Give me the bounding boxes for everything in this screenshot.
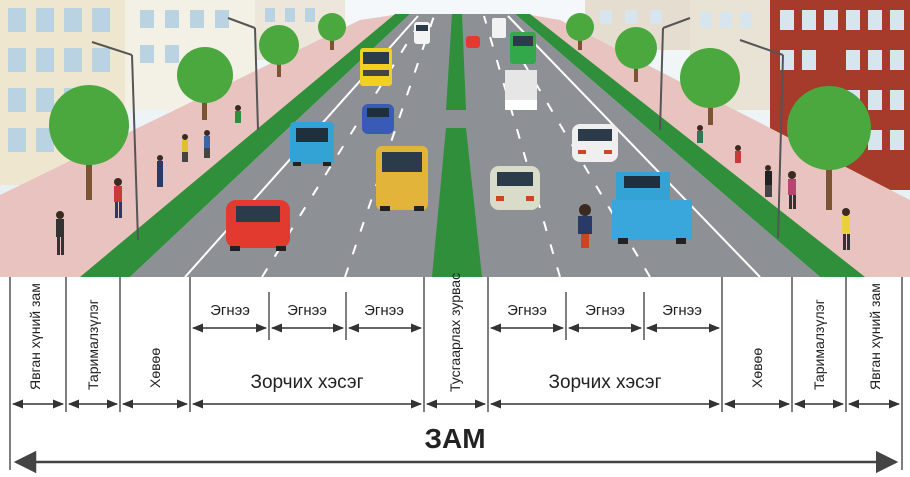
street-lamp-icon [659, 17, 691, 131]
tree-icon [787, 86, 871, 210]
car-icon [414, 22, 430, 44]
lane-label: Эгнээ [507, 302, 547, 319]
car-icon [490, 166, 540, 210]
sidewalk-label: Явган хүний зам [867, 283, 883, 390]
carriageway-label: Зорчих хэсэг [250, 372, 363, 393]
lane-label: Эгнээ [364, 302, 404, 319]
lane-label: Эгнээ [585, 302, 625, 319]
road-title: ЗАМ [424, 423, 485, 454]
zone-dividers [9, 277, 903, 470]
left-green-strip [80, 14, 410, 277]
car-icon [466, 36, 480, 48]
lane-label: Эгнээ [287, 302, 327, 319]
street-scene [0, 0, 910, 277]
median-label: Тусгаарлах зурвас [447, 273, 463, 392]
street-lamp-icon [739, 39, 784, 239]
left-sidewalk [0, 14, 400, 277]
right-green-strip [515, 14, 865, 277]
street-lamp-icon [91, 41, 139, 241]
truck-icon [612, 172, 692, 244]
truck-icon [505, 70, 537, 110]
tree-icon [615, 27, 657, 82]
right-sidewalk [525, 14, 910, 277]
pedestrian-icon [765, 165, 772, 197]
pedestrian-icon [842, 208, 850, 250]
tree-icon [177, 47, 233, 120]
sidewalk-label: Явган хүний зам [27, 283, 43, 390]
shoulder-label: Хөвөө [147, 348, 163, 388]
pedestrian-icon [697, 125, 703, 143]
bus-icon [360, 48, 392, 86]
pedestrian-icon [157, 155, 163, 187]
bus-icon [510, 32, 536, 64]
car-icon [492, 18, 506, 38]
pedestrian-icon [182, 134, 188, 162]
planted-strip-label: Тарималзүлэг [811, 299, 827, 390]
car-icon [362, 104, 394, 134]
carriageway-label: Зорчих хэсэг [548, 372, 661, 393]
tree-icon [680, 48, 740, 125]
lane-label: Эгнээ [662, 302, 702, 319]
pedestrian-icon [204, 130, 210, 158]
tree-icon [49, 85, 129, 200]
tree-icon [259, 25, 299, 77]
street-lamp-icon [227, 17, 259, 131]
pedestrian-icon [114, 178, 122, 218]
tree-icon [318, 13, 346, 50]
car-icon [290, 122, 334, 166]
tree-icon [566, 13, 594, 50]
car-icon [572, 124, 618, 162]
car-icon [376, 146, 428, 211]
lane-label: Эгнээ [210, 302, 250, 319]
median-strip [432, 128, 482, 277]
pedestrian-icon [56, 211, 64, 255]
planted-strip-label: Тарималзүлэг [85, 299, 101, 390]
pedestrian-icon [235, 105, 241, 123]
pedestrian-icon [788, 171, 796, 209]
pedestrian-icon [735, 145, 741, 163]
median-strip-far [446, 14, 466, 110]
shoulder-label: Хөвөө [749, 348, 765, 388]
motorcycle-icon [578, 204, 592, 248]
car-icon [226, 200, 290, 251]
